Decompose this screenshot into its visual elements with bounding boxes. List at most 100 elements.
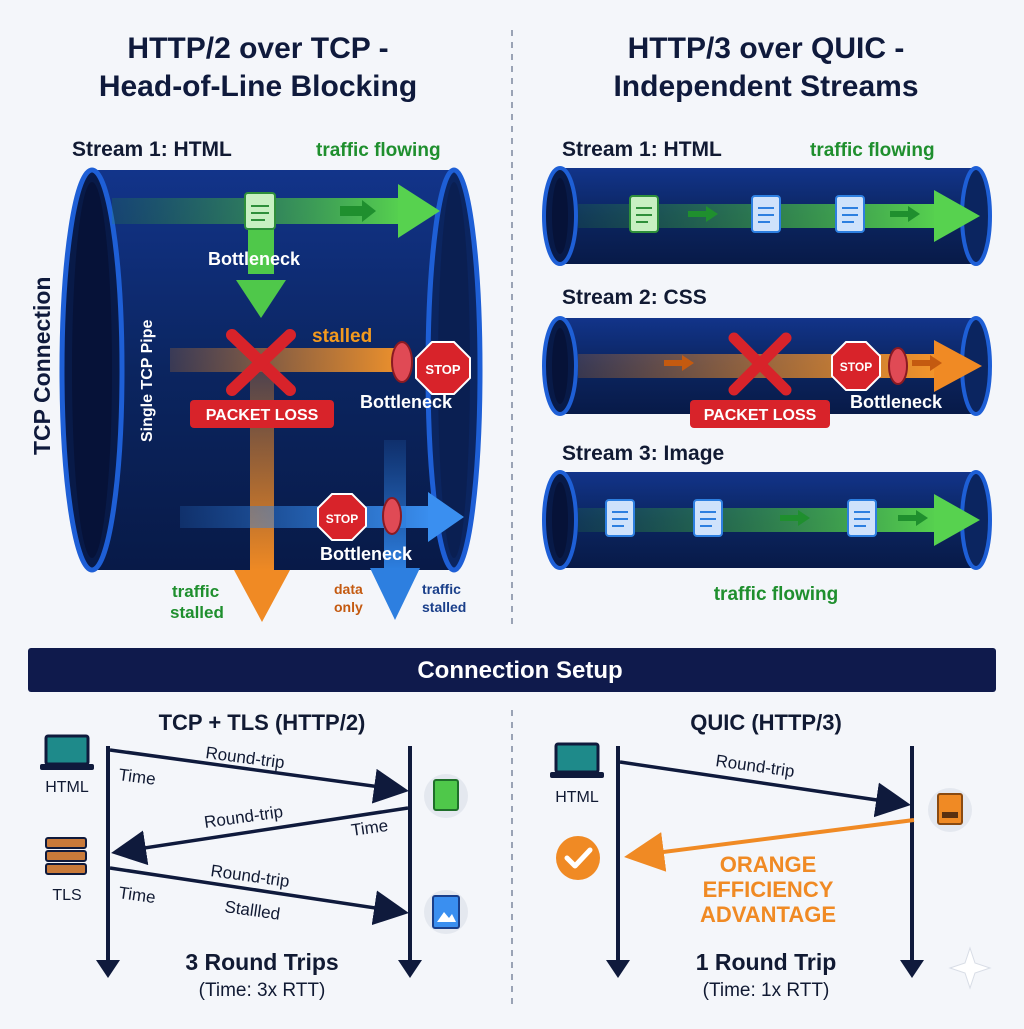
left-green-flow-icon (340, 200, 376, 222)
quic-server-timeline-head (900, 960, 924, 978)
right-flow-icon-2b (912, 355, 942, 371)
quic-client-html: HTML (555, 789, 599, 806)
tcp-summary-sub: (Time: 3x RTT) (199, 980, 326, 1001)
quic-laptop-icon (550, 742, 604, 778)
doc-icon-blue-3 (605, 499, 635, 537)
left-stop-sign-1: STOP (415, 341, 471, 395)
quic-server-document-icon (928, 788, 972, 832)
right-title-line1: HTTP/3 over QUIC - (628, 32, 905, 65)
right-flow-icon-1a (688, 206, 718, 222)
right-packet-loss-badge: PACKET LOSS (690, 400, 830, 428)
right-stream2-label: Stream 2: CSS (562, 286, 707, 309)
tcp-time1-label: Time (117, 765, 156, 789)
left-stop-sign-2: STOP (317, 493, 367, 541)
server-image-icon (424, 890, 468, 934)
doc-icon-blue-4 (693, 499, 723, 537)
server-stack-icon (45, 837, 87, 875)
right-flow-icon-3a (780, 510, 810, 526)
packet-loss-x-icon (226, 329, 296, 396)
left-valve-icon-2 (382, 497, 402, 535)
html-document-icon (244, 192, 276, 230)
left-bottleneck-1: Bottleneck (208, 249, 301, 269)
tcp-rt2-arrow (111, 806, 409, 866)
right-flow-icon-1b (890, 206, 920, 222)
single-tcp-pipe-label: Single TCP Pipe (139, 320, 156, 443)
right-bottleneck: Bottleneck (850, 392, 943, 412)
right-traffic-flowing-top: traffic flowing (810, 140, 935, 161)
quic-adv-line1: ORANGE (720, 852, 817, 877)
right-stop-sign: STOP (831, 341, 881, 391)
right-packet-loss-text: PACKET LOSS (704, 407, 817, 424)
right-traffic-flowing-bottom: traffic flowing (714, 584, 839, 605)
left-valve-icon-1 (391, 341, 413, 383)
left-blue-down-head (370, 568, 420, 620)
tcp-summary: 3 Round Trips (185, 949, 338, 975)
tcp-client-html: HTML (45, 779, 89, 796)
tcp-client-tls: TLS (52, 887, 81, 904)
left-stalled-label: stalled (312, 326, 372, 347)
left-stop-text-1: STOP (425, 362, 460, 377)
doc-icon-blue-5 (847, 499, 877, 537)
connection-setup-title: Connection Setup (417, 657, 622, 684)
right-packet-loss-x-icon (728, 332, 792, 396)
left-bottleneck-2: Bottleneck (360, 392, 453, 412)
right-stream3-label: Stream 3: Image (562, 442, 724, 465)
left-packet-loss-badge: PACKET LOSS (190, 400, 334, 428)
tcp-client-timeline-head (96, 960, 120, 978)
quic-adv-line2: EFFICIENCY (703, 877, 834, 902)
doc-icon-blue-1 (751, 195, 781, 233)
traffic-stalled2-line2: stalled (422, 599, 466, 615)
connection-setup-banner (28, 648, 996, 692)
left-title-line1: HTTP/2 over TCP - (127, 32, 388, 65)
laptop-icon (40, 734, 94, 770)
left-bottleneck-3: Bottleneck (320, 544, 413, 564)
left-stream1-label: Stream 1: HTML (72, 138, 232, 161)
quic-response-arrow (624, 818, 915, 872)
right-green-arrowhead-3 (934, 494, 980, 546)
tcp-connection-label: TCP Connection (29, 277, 55, 455)
server-document-icon (424, 774, 468, 818)
tcp-time3-label: Time (117, 883, 156, 907)
right-valve-icon (888, 347, 908, 385)
tcp-rt3-arrow (109, 866, 409, 926)
right-orange-arrowhead (934, 340, 982, 392)
data-only-line1: data (334, 581, 363, 597)
traffic-stalled-line2: stalled (170, 603, 224, 622)
left-green-arrowhead (398, 184, 440, 238)
data-only-line2: only (334, 599, 363, 615)
left-green-down-head (236, 280, 286, 318)
quic-rt1-arrow (619, 760, 911, 818)
tcp-stalled-label: Stallled (223, 897, 281, 924)
left-title-line2: Head-of-Line Blocking (99, 70, 417, 103)
doc-icon-blue-2 (835, 195, 865, 233)
right-flow-icon-3b (898, 510, 928, 526)
quic-summary-sub: (Time: 1x RTT) (703, 980, 830, 1001)
left-blue-arrowhead (428, 492, 464, 542)
left-blue-stream (180, 506, 432, 528)
right-stop-text: STOP (840, 360, 872, 374)
tcp-rt1-arrow (109, 748, 409, 804)
quic-adv-line3: ADVANTAGE (700, 902, 836, 927)
sparkle-icon (948, 946, 992, 990)
right-flow-icon-2a (664, 355, 694, 371)
right-green-stream-3 (578, 508, 938, 532)
right-stream1-label: Stream 1: HTML (562, 138, 722, 161)
quic-client-timeline-head (606, 960, 630, 978)
tcp-tls-title: TCP + TLS (HTTP/2) (159, 710, 366, 735)
tcp-time2-label: Time (350, 816, 389, 840)
left-orange-down-head (234, 570, 290, 622)
traffic-stalled2-line1: traffic (422, 581, 461, 597)
quic-title: QUIC (HTTP/3) (690, 710, 842, 735)
left-orange-stream (170, 348, 410, 372)
traffic-stalled-line1: traffic (172, 582, 219, 601)
quic-summary: 1 Round Trip (696, 949, 837, 975)
checkmark-icon (556, 836, 600, 880)
left-packet-loss-text: PACKET LOSS (206, 407, 319, 424)
tcp-server-timeline-head (398, 960, 422, 978)
right-green-arrowhead-1 (934, 190, 980, 242)
left-stop-text-2: STOP (326, 512, 358, 526)
left-green-down (248, 224, 274, 274)
right-title-line2: Independent Streams (613, 70, 918, 103)
